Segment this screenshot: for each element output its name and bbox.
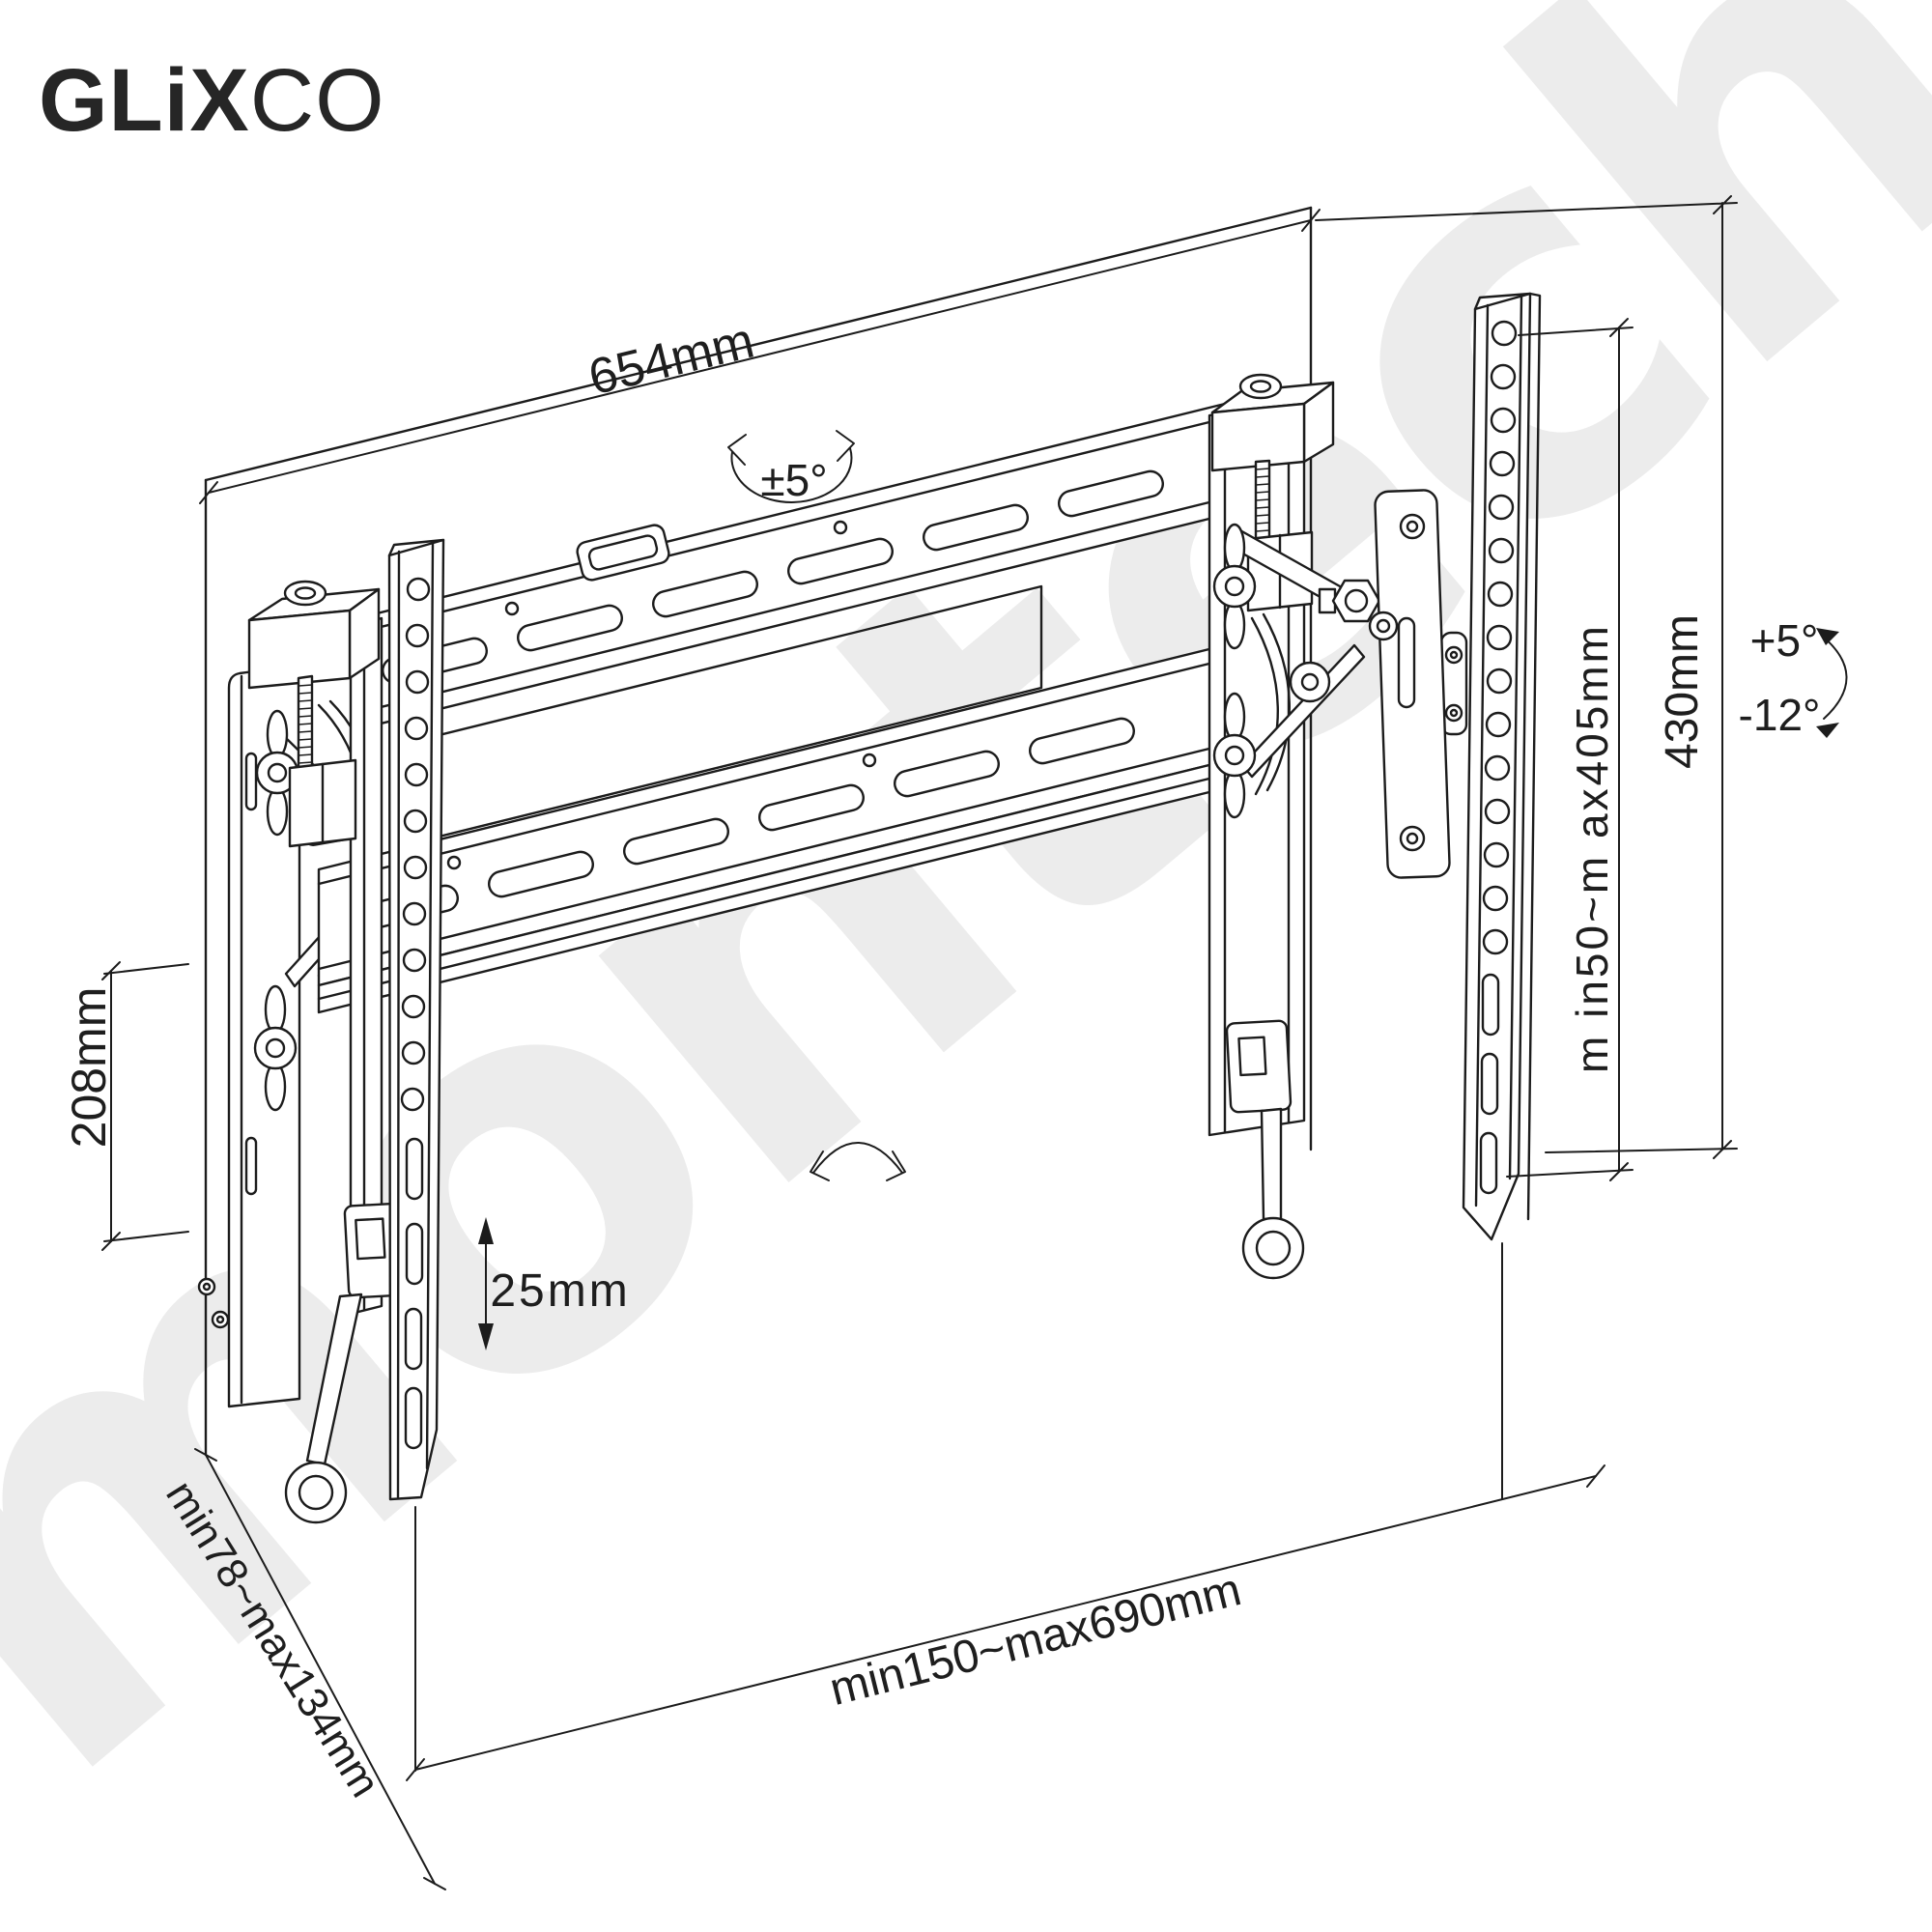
wall-plate-bottom-rail bbox=[319, 645, 1225, 1012]
dim-bracket-height-label: 430mm bbox=[1657, 613, 1708, 770]
tilt-down-label: -12° bbox=[1738, 690, 1821, 740]
dim-horizontal-adjust bbox=[407, 1243, 1605, 1780]
right-tensioner bbox=[1212, 373, 1333, 611]
left-tensioner bbox=[249, 580, 379, 846]
dim-vesa-height-label: m in50~m ax405mm bbox=[1567, 623, 1617, 1073]
dim-hook-offset bbox=[478, 1217, 494, 1350]
right-tv-bracket-strip bbox=[1463, 294, 1540, 1239]
dim-hook-offset-label: 25mm bbox=[490, 1265, 631, 1317]
left-tv-bracket-strip bbox=[389, 540, 443, 1499]
dim-plate-width bbox=[200, 210, 1320, 503]
dim-bracket-height bbox=[1316, 196, 1737, 1158]
tilt-range-arrow bbox=[1816, 628, 1847, 738]
right-tilt-linkage bbox=[1231, 529, 1379, 794]
left-pull-ring bbox=[284, 1294, 361, 1524]
tilt-direction-arrow bbox=[810, 1143, 905, 1180]
level-adjust-label: ±5° bbox=[760, 455, 828, 505]
dim-wall-distance bbox=[195, 1449, 445, 1889]
brand-logo-light: CO bbox=[249, 51, 385, 150]
tilt-up-label: +5° bbox=[1749, 615, 1819, 666]
adjustment-nut bbox=[1320, 581, 1379, 621]
dim-plate-height bbox=[102, 962, 188, 1250]
dim-plate-height-label: 208mm bbox=[62, 986, 116, 1149]
level-adjust-arrow bbox=[728, 431, 854, 502]
brand-logo: GLiXCO bbox=[39, 56, 385, 145]
dim-vesa-height bbox=[1507, 319, 1633, 1180]
right-tv-adapter-plate bbox=[1370, 490, 1466, 878]
brand-logo-bold: GLiX bbox=[39, 51, 250, 150]
bubble-level bbox=[576, 524, 671, 582]
right-pull-ring bbox=[1241, 1109, 1305, 1280]
